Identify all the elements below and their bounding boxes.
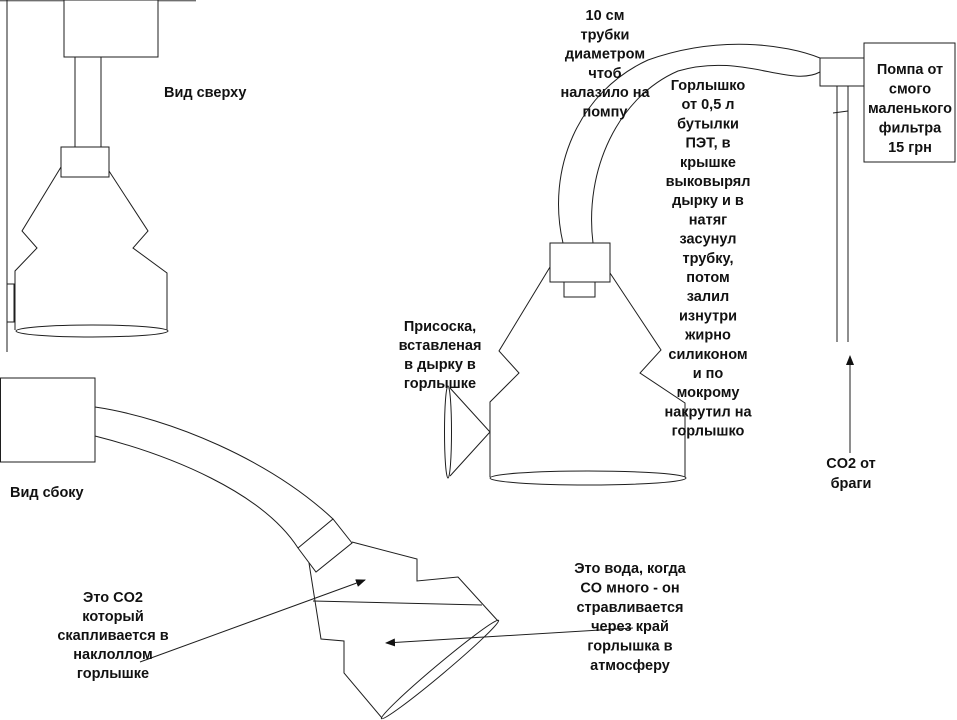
pump-note-line: смого — [889, 82, 931, 98]
bottleneck-note-line: жирно — [684, 328, 731, 344]
bottle-cap-top-view — [60, 146, 110, 178]
co2-source-note: CO2 от браги — [826, 456, 875, 492]
bottleneck-note-line: потом — [686, 270, 730, 286]
suction-cup-rim — [444, 385, 452, 479]
tube-inner-wall — [591, 64, 821, 244]
bottleneck-note-line: Горлышко — [671, 78, 746, 94]
side-view-label: Вид сбоку — [10, 485, 84, 501]
co2-pointer-arrow — [139, 579, 366, 663]
tube-note: 10 см трубки диаметром чтоб налазило на … — [560, 8, 650, 121]
pump-note: Помпа от смого маленького фильтра 15 грн — [868, 62, 952, 156]
front-view-drawing: 10 см трубки диаметром чтоб налазило на … — [399, 8, 956, 492]
bottleneck-note-line: бутылки — [677, 116, 739, 132]
bottle-opening-side-view — [380, 619, 500, 720]
tube-outer-wall-side-view — [94, 406, 334, 520]
water-pointer-arrow — [385, 627, 634, 647]
co2-source-note-line: браги — [831, 476, 872, 492]
co2-trapped-note-line: наклоллом — [73, 647, 152, 663]
bottleneck-note-line: горлышко — [672, 424, 745, 440]
bottle-upper-outline-side-view — [351, 541, 499, 622]
tube-outer-wall — [558, 43, 821, 244]
suction-cup-top-view — [6, 283, 15, 323]
water-note-line: Это вода, когда — [574, 561, 686, 577]
bottleneck-note-line: дырку и в — [672, 193, 744, 209]
bottleneck-note-line: от 0,5 л — [681, 97, 734, 113]
bottleneck-note-line: выковырял — [666, 174, 751, 190]
suction-cup-cone — [449, 387, 491, 477]
side-view-drawing: Вид сбоку Это CO2 который скапливается в… — [0, 377, 687, 720]
pump-box-side-view — [0, 377, 96, 463]
bottle-left-outline — [489, 266, 551, 477]
water-note-line: атмосферу — [590, 658, 670, 674]
tube-note-line: помпу — [583, 105, 628, 121]
bottleneck-note-line: залил — [687, 289, 729, 305]
co2-trapped-note-line: горлышке — [77, 666, 149, 682]
bottleneck-note-line: крышке — [680, 155, 736, 171]
bottleneck-note-line: ПЭТ, в — [685, 136, 730, 152]
water-note: Это вода, когда CO много - он стравливае… — [574, 561, 686, 674]
bottle-lower-outline-side-view — [308, 562, 383, 719]
bottleneck-note-line: и по — [693, 366, 724, 382]
water-note-line: через край — [591, 619, 669, 635]
suction-cup-note-line: горлышке — [404, 376, 476, 392]
tube-note-line: трубки — [581, 27, 630, 43]
bottle-opening — [489, 470, 687, 486]
tube-note-line: диаметром — [565, 47, 645, 63]
bottle-right-outline-top-view — [108, 170, 168, 330]
pump-note-line: 15 грн — [888, 140, 932, 156]
water-note-line: стравливается — [576, 600, 683, 616]
bottleneck-note-line: накрутил на — [664, 404, 752, 420]
pump-note-line: Помпа от — [877, 62, 943, 78]
bottleneck-note-line: засунул — [679, 232, 736, 248]
bottle-left-outline-top-view — [14, 166, 62, 330]
pump-box — [863, 42, 956, 163]
pump-note-line: фильтра — [879, 121, 942, 137]
co2-trapped-note: Это CO2 который скапливается в наклоллом… — [57, 590, 168, 682]
top-view-label: Вид сверху — [164, 85, 246, 101]
pump-note-line: маленького — [868, 101, 952, 117]
water-level-line — [312, 600, 483, 606]
bottle-cap-side-view — [297, 518, 353, 573]
tube-top-view — [74, 56, 102, 148]
tube-note-line: чтоб — [588, 66, 621, 82]
water-note-line: CO много - он — [580, 580, 679, 596]
suction-cup-note: Присоска, вставленая в дырку в горлышке — [399, 319, 482, 392]
bottleneck-note-line: натяг — [689, 212, 727, 228]
bottle-right-outline — [609, 272, 686, 477]
tube-note-line: 10 см — [586, 8, 625, 24]
pump-connector — [819, 57, 865, 87]
tube-inner-wall-side-view — [94, 435, 299, 549]
bottleneck-note-line: силиконом — [668, 347, 747, 363]
bottle-opening-top-view — [15, 324, 169, 338]
co2-trapped-note-line: Это CO2 — [83, 590, 143, 606]
pump-box-top-view — [63, 0, 159, 58]
co2-trapped-note-line: который — [82, 609, 143, 625]
water-note-line: горлышка в — [587, 639, 672, 655]
suction-cup-note-line: вставленая — [399, 338, 482, 354]
tube-note-line: налазило на — [560, 85, 650, 101]
suction-cup-note-line: Присоска, — [404, 319, 476, 335]
top-view-drawing: Вид сверху — [0, 0, 246, 352]
bottleneck-note-line: трубку, — [682, 251, 733, 267]
co2-source-note-line: CO2 от — [826, 456, 875, 472]
bottle-cap — [549, 242, 611, 283]
co2-trapped-note-line: скапливается в — [57, 628, 168, 644]
bottleneck-note-line: мокрому — [677, 385, 740, 401]
suction-cup-note-line: в дырку в — [404, 357, 476, 373]
bottleneck-note: Горлышко от 0,5 л бутылки ПЭТ, в крышке … — [664, 78, 752, 440]
pipe-joint-mark — [832, 110, 849, 114]
bottle-neck-thread — [563, 281, 596, 298]
bottleneck-note-line: изнутри — [679, 308, 737, 324]
